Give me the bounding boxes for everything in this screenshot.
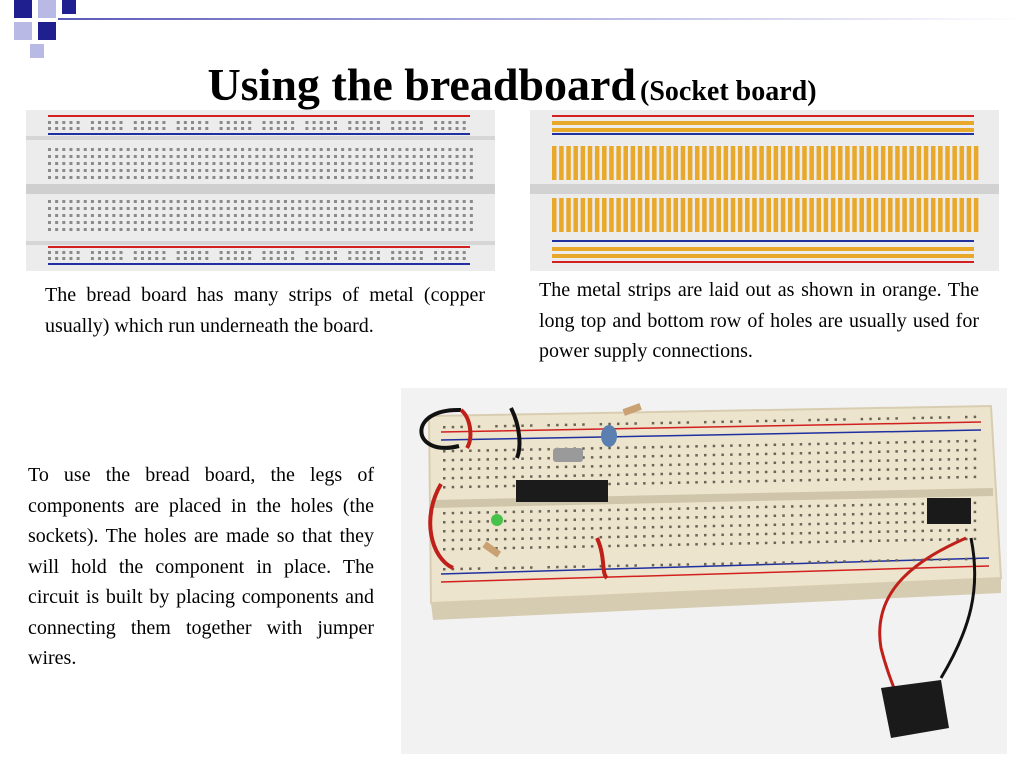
- text-strip-layout: The metal strips are laid out as shown i…: [539, 279, 979, 362]
- breadboard-strips-image: [530, 110, 999, 271]
- breadboard-circuit-photo: [401, 388, 1007, 754]
- breadboard-holes-image: [26, 110, 495, 271]
- title-sub: (Socket board): [640, 76, 817, 107]
- text-using-board: To use the bread board, the legs of comp…: [28, 464, 374, 669]
- slide-title: Using the breadboard (Socket board): [0, 58, 1024, 111]
- text-metal-strips: The bread board has many strips of metal…: [45, 284, 485, 337]
- title-main: Using the breadboard: [207, 59, 636, 110]
- corner-decoration: [14, 0, 1024, 58]
